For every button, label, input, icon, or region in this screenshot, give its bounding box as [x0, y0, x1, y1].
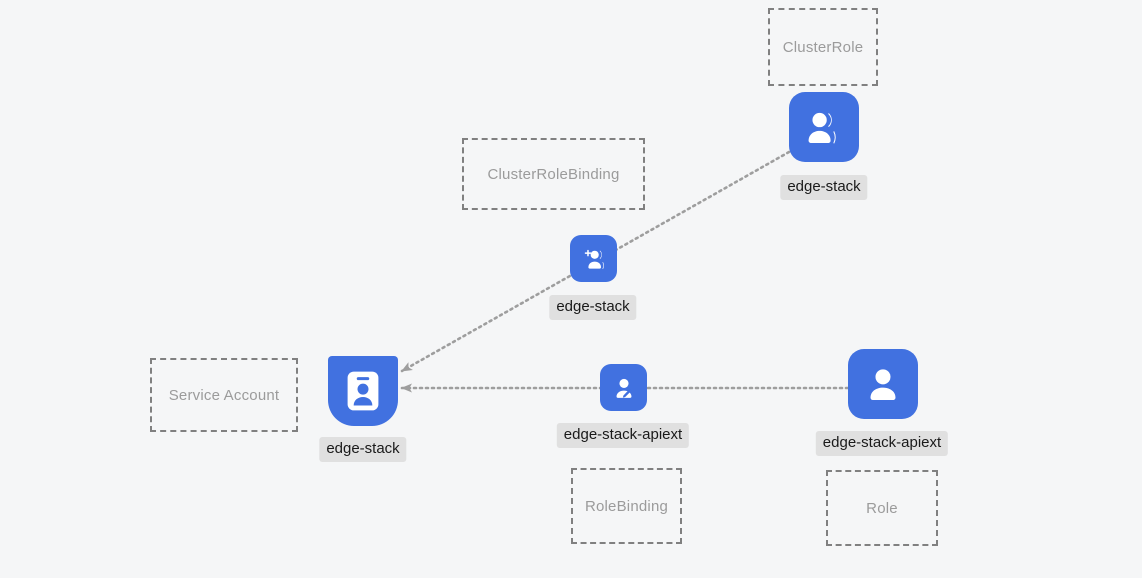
people-group-icon[interactable] — [789, 92, 859, 162]
node-name-clusterrole: edge-stack — [780, 175, 868, 200]
kind-box-role: Role — [826, 470, 938, 546]
node-rolebinding[interactable] — [600, 364, 647, 411]
node-name-serviceaccount: edge-stack — [319, 437, 407, 462]
person-edit-icon[interactable] — [600, 364, 647, 411]
kind-label-clusterrole: ClusterRole — [782, 38, 864, 56]
node-clusterrole[interactable] — [789, 92, 859, 162]
person-icon[interactable] — [848, 349, 918, 419]
node-clusterrolebinding[interactable] — [570, 235, 617, 282]
node-serviceaccount[interactable] — [328, 356, 398, 426]
kind-label-rolebinding: RoleBinding — [584, 497, 669, 515]
node-role[interactable] — [848, 349, 918, 419]
node-name-role: edge-stack-apiext — [815, 431, 949, 456]
kind-label-role: Role — [866, 499, 898, 517]
node-name-clusterrolebinding: edge-stack — [549, 295, 637, 320]
kind-box-rolebinding: RoleBinding — [571, 468, 682, 544]
kind-label-serviceaccount: Service Account — [168, 386, 280, 404]
node-name-rolebinding: edge-stack-apiext — [556, 423, 690, 448]
kind-box-clusterrole: ClusterRole — [768, 8, 878, 86]
kind-box-serviceaccount: Service Account — [150, 358, 298, 432]
person-add-icon[interactable] — [570, 235, 617, 282]
kind-label-clusterrolebinding: ClusterRoleBinding — [487, 165, 620, 183]
id-badge-icon[interactable] — [328, 356, 398, 426]
kind-box-clusterrolebinding: ClusterRoleBinding — [462, 138, 645, 210]
